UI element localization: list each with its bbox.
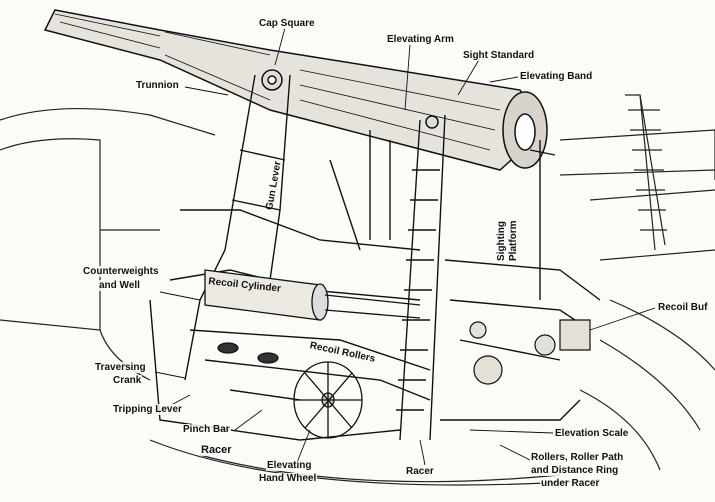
gun-barrel bbox=[43, 9, 548, 171]
label-counterweights-1: Counterweights bbox=[82, 266, 160, 277]
label-traversing-crank-1: Traversing bbox=[94, 362, 147, 373]
elevating-hand-wheel bbox=[293, 361, 363, 439]
label-elevation-scale: Elevation Scale bbox=[554, 428, 630, 439]
label-rollers-2: and Distance Ring bbox=[530, 465, 620, 476]
label-counterweights-2: and Well bbox=[98, 280, 141, 291]
right-ladder bbox=[625, 94, 667, 251]
label-tripping-lever: Tripping Lever bbox=[112, 404, 183, 415]
label-trunnion: Trunnion bbox=[135, 80, 180, 91]
label-rollers-1: Rollers, Roller Path bbox=[530, 452, 625, 463]
recoil-cylinder bbox=[204, 269, 421, 321]
carriage-frame bbox=[149, 74, 601, 441]
label-sight-standard: Sight Standard bbox=[462, 50, 536, 61]
label-pinch-bar: Pinch Bar bbox=[182, 424, 231, 435]
label-traversing-crank-2: Crank bbox=[112, 375, 143, 386]
label-sighting-platform-1: Sighting bbox=[496, 221, 507, 261]
label-rollers-3: under Racer bbox=[540, 478, 601, 489]
label-recoil-buffer: Recoil Buf bbox=[657, 302, 709, 313]
label-racer-left: Racer bbox=[200, 444, 233, 456]
label-sighting-platform-2: Platform bbox=[508, 220, 519, 261]
label-racer-bottom: Racer bbox=[405, 466, 435, 477]
emplacement-walls bbox=[0, 108, 715, 486]
label-elevating-arm: Elevating Arm bbox=[386, 34, 455, 45]
label-elevating-band: Elevating Band bbox=[519, 71, 594, 82]
label-elevating-hand-wheel-1: Elevating bbox=[266, 460, 313, 471]
gears bbox=[217, 319, 591, 385]
label-elevating-hand-wheel-2: Hand Wheel bbox=[258, 473, 318, 484]
label-cap-square: Cap Square bbox=[258, 18, 316, 29]
